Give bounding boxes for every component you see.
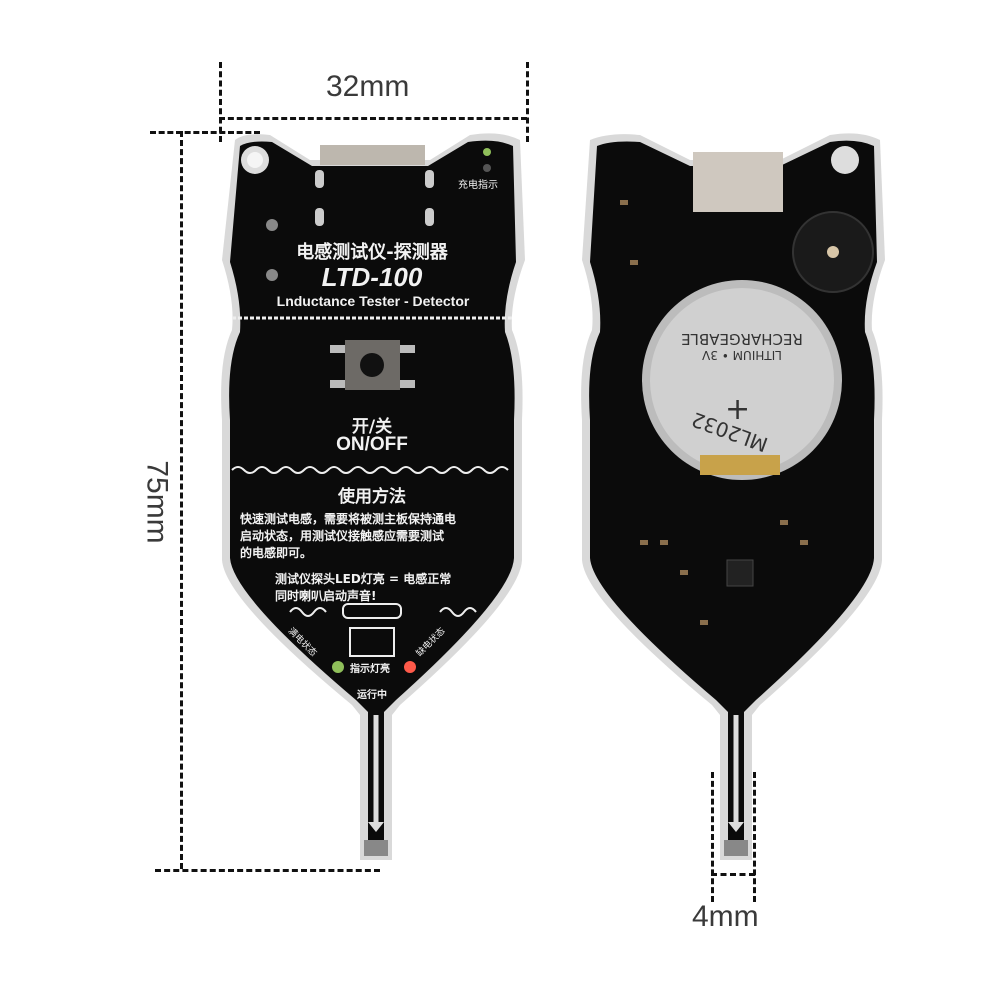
result-line-2: 同时喇叭启动声音! bbox=[275, 589, 377, 603]
model-number: LTD-100 bbox=[321, 262, 423, 292]
switch-label-cn: 开/关 bbox=[351, 417, 393, 437]
title-chinese: 电感测试仪-探测器 bbox=[296, 242, 448, 263]
title-english: Lnductance Tester - Detector bbox=[276, 293, 470, 309]
switch-label-en: ON/OFF bbox=[336, 434, 408, 455]
back-pcb bbox=[581, 133, 885, 861]
result-line-1: 测试仪探头LED灯亮 = 电感正常 bbox=[275, 572, 452, 586]
probe-width-label: 4mm bbox=[692, 900, 759, 933]
probe-dim-left-line bbox=[711, 772, 714, 902]
battery-plus: + bbox=[725, 392, 751, 427]
battery-line-1: LITHIUM • 3V bbox=[702, 348, 782, 362]
indicator-light-label: 指示灯亮 bbox=[350, 664, 390, 675]
height-dim-arrow-line bbox=[180, 131, 183, 869]
charge-indicator-label: 充电指示 bbox=[458, 180, 498, 191]
instructions-line-2: 启动状态，用测试仪接触感应需要测试 bbox=[240, 529, 445, 543]
height-dim-bottom-line bbox=[155, 869, 380, 872]
battery-text: LITHIUM • 3V RECHARGEABLE bbox=[652, 330, 832, 362]
width-dim-arrow-line bbox=[219, 117, 527, 120]
running-label: 运行中 bbox=[357, 690, 387, 701]
instructions-line-1: 快速测试电感，需要将被测主板保持通电 bbox=[240, 512, 457, 526]
instructions-heading: 使用方法 bbox=[338, 487, 406, 507]
width-dim-right-line bbox=[526, 62, 529, 142]
probe-dim-arrow-line bbox=[711, 873, 755, 876]
height-dim-top-line bbox=[150, 131, 260, 134]
power-button[interactable] bbox=[345, 340, 400, 390]
battery-line-2: RECHARGEABLE bbox=[681, 330, 803, 348]
probe-dim-right-line bbox=[753, 772, 756, 902]
width-dim-left-line bbox=[219, 62, 222, 142]
width-dimension-label: 32mm bbox=[326, 70, 410, 103]
front-pcb bbox=[221, 133, 525, 861]
instructions-line-3: 的电感即可。 bbox=[240, 546, 313, 560]
